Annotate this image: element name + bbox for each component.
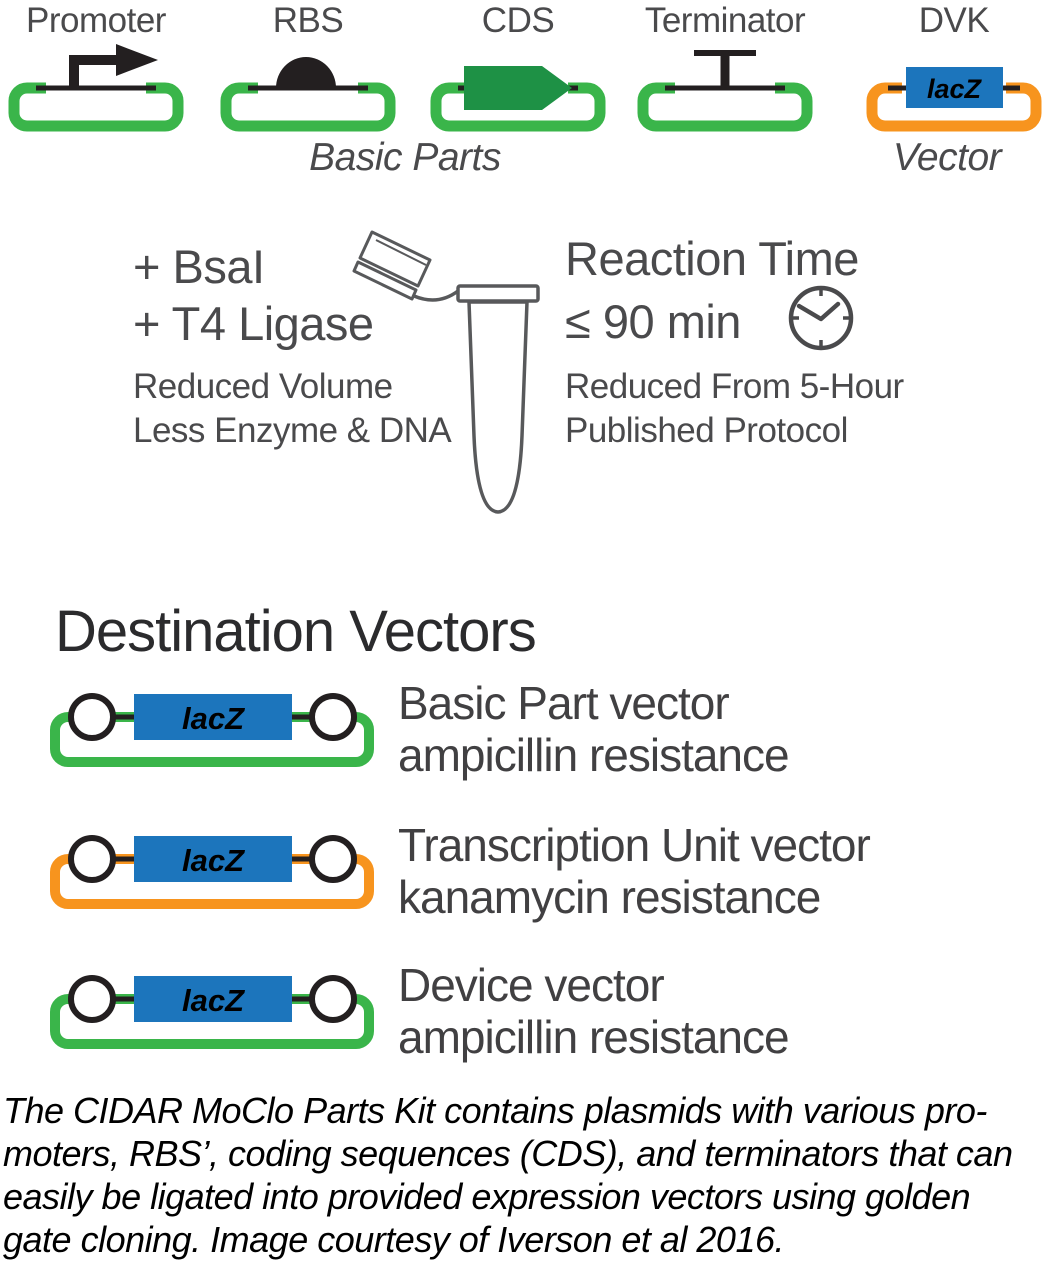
promoter-arrow-stem <box>69 55 118 88</box>
part-group-rbs: RBS <box>220 2 396 132</box>
lacz-insert-box <box>906 67 1003 108</box>
fusion-site-circle <box>309 693 357 741</box>
plasmid-icon-basic-part: lacZ <box>50 693 374 767</box>
vector-resistance: ampicillin resistance <box>398 1011 790 1063</box>
rbs-label: RBS <box>272 1 344 40</box>
clock-icon <box>788 285 854 351</box>
lacz-insert-label: lacZ <box>182 701 245 736</box>
rbs-dome <box>276 57 336 88</box>
vector-name: Basic Part vector <box>398 677 730 729</box>
vector-name: Device vector <box>398 959 665 1011</box>
plasmid-icon-device: lacZ <box>50 975 374 1049</box>
figure-caption-line: moters, RBS’, coding sequences (CDS), an… <box>3 1133 1013 1174</box>
terminator-icon <box>637 50 813 132</box>
reagent-t4-ligase: + T4 Ligase <box>133 297 374 350</box>
destination-vectors-title: Destination Vectors <box>55 599 537 664</box>
fusion-site-circle <box>309 835 357 883</box>
lacz-insert-box <box>134 694 292 740</box>
lacz-insert-box <box>134 976 292 1022</box>
microcentrifuge-tube-icon <box>352 230 540 514</box>
fusion-site-circle <box>68 975 116 1023</box>
tube-cap-inner-edge <box>375 239 427 266</box>
lacz-insert-box <box>134 836 292 882</box>
cds-pentagon <box>464 66 572 110</box>
lacz-insert-label: lacZ <box>182 843 245 878</box>
dvk-label: DVK <box>918 1 990 40</box>
lacz-insert-label: lacZ <box>927 74 983 104</box>
tube-cap-seal <box>352 260 418 301</box>
cds-icon <box>430 66 606 132</box>
cds-label: CDS <box>481 1 555 40</box>
vector-resistance: kanamycin resistance <box>398 871 821 923</box>
reagent-note-volume: Reduced Volume <box>133 367 393 406</box>
promoter-arrow-head <box>116 44 158 76</box>
dvk-vector-icon: lacZ <box>866 67 1042 132</box>
vector-name: Transcription Unit vector <box>398 819 871 871</box>
tube-cap <box>358 230 432 288</box>
figure-caption-line: The CIDAR MoClo Parts Kit contains plasm… <box>3 1090 987 1131</box>
promoter-label: Promoter <box>26 1 166 40</box>
reagent-bsai: + BsaI <box>133 240 265 293</box>
fusion-site-circle <box>68 693 116 741</box>
part-group-promoter: Promoter <box>8 2 184 132</box>
tube-rim <box>456 284 540 303</box>
time-note-protocol: Published Protocol <box>565 411 848 450</box>
clock-hands <box>796 301 841 322</box>
reaction-time-value: ≤ 90 min <box>565 295 741 348</box>
figure-caption-line: easily be ligated into provided expressi… <box>3 1176 971 1217</box>
lacz-insert-label: lacZ <box>182 983 245 1018</box>
plasmid-icon-transcription-unit: lacZ <box>50 835 374 909</box>
reaction-time-title: Reaction Time <box>565 232 859 285</box>
tube-body <box>467 300 529 514</box>
terminator-label: Terminator <box>644 1 806 40</box>
rbs-icon <box>220 57 396 132</box>
basic-parts-caption: Basic Parts <box>309 136 501 179</box>
fusion-site-circle <box>309 975 357 1023</box>
part-group-dvk: DVK lacZ <box>866 2 1042 132</box>
vector-resistance: ampicillin resistance <box>398 729 790 781</box>
reagent-note-enzyme: Less Enzyme & DNA <box>133 411 452 450</box>
fusion-site-circle <box>68 835 116 883</box>
promoter-icon <box>8 44 184 132</box>
figure-caption-line: gate cloning. Image courtesy of Iverson … <box>3 1219 784 1260</box>
part-group-cds: CDS <box>430 2 606 132</box>
time-note-reduced: Reduced From 5-Hour <box>565 367 904 406</box>
vector-caption: Vector <box>892 136 1002 179</box>
tube-hinge <box>413 289 460 302</box>
part-group-terminator: Terminator <box>637 2 813 132</box>
